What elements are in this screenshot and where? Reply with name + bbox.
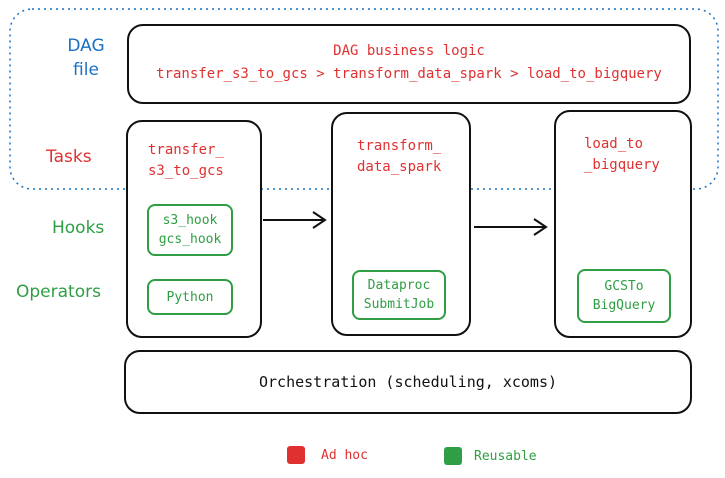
legend-swatch-reusable <box>444 447 462 465</box>
dag-flow: transfer_s3_to_gcs > transform_data_spar… <box>156 66 662 82</box>
label-dag-file: DAG file <box>67 36 105 80</box>
legend-swatch-ad-hoc <box>287 446 305 464</box>
orchestration-box: Orchestration (scheduling, xcoms) <box>124 350 692 414</box>
operator-box-python: Python <box>147 279 233 315</box>
task-transfer-s3-to-gcs: transfer_ s3_to_gcs s3_hook gcs_hook Pyt… <box>126 120 262 338</box>
operator-box-gcstobigquery: GCSTo BigQuery <box>577 269 671 323</box>
dag-business-logic-box: DAG business logic transfer_s3_to_gcs > … <box>127 24 691 104</box>
task-name: transform_ data_spark <box>357 138 442 175</box>
dag-title: DAG business logic <box>333 43 485 59</box>
arrow-task2-to-task3 <box>474 218 548 236</box>
legend-label-ad-hoc: Ad hoc <box>321 448 368 463</box>
label-hooks: Hooks <box>52 218 105 238</box>
task-load-to-bigquery: load_to _bigquery GCSTo BigQuery <box>554 110 692 338</box>
operator-box-dataproc-submitjob: Dataproc SubmitJob <box>352 270 446 320</box>
label-tasks: Tasks <box>46 147 92 167</box>
hooks-box: s3_hook gcs_hook <box>147 204 233 256</box>
label-operators: Operators <box>16 282 101 302</box>
task-name: transfer_ s3_to_gcs <box>148 142 224 179</box>
legend-label-reusable: Reusable <box>474 449 537 464</box>
task-transform-data-spark: transform_ data_spark Dataproc SubmitJob <box>331 112 471 336</box>
task-name: load_to _bigquery <box>584 136 660 173</box>
orchestration-label: Orchestration (scheduling, xcoms) <box>258 373 557 391</box>
arrow-task1-to-task2 <box>263 211 327 229</box>
